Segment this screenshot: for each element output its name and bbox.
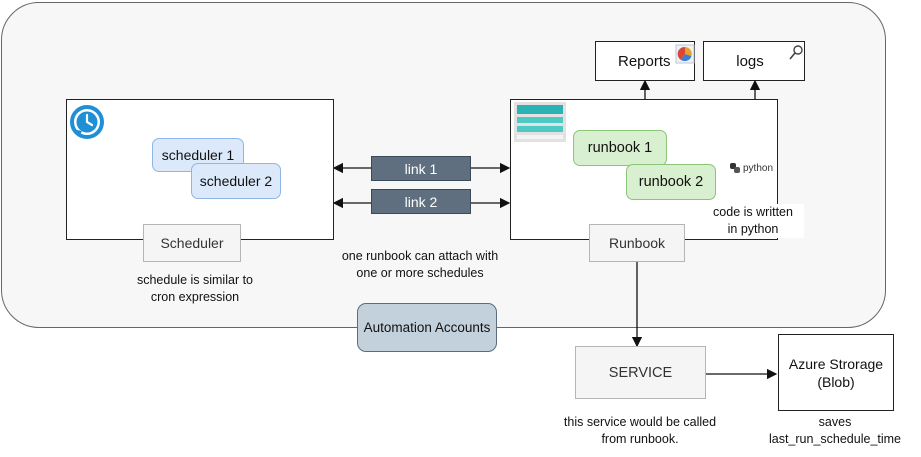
clock-icon bbox=[70, 103, 106, 145]
link-1[interactable]: link 1 bbox=[371, 156, 471, 181]
magnifier-icon bbox=[788, 44, 804, 62]
azure-storage-line-2: (Blob) bbox=[817, 373, 855, 390]
azure-storage-line-1: Azure Strorage bbox=[788, 355, 884, 372]
azure-storage-box[interactable]: Azure Strorage (Blob) bbox=[778, 334, 894, 411]
link-note-line-2: one or more schedules bbox=[356, 266, 484, 280]
python-logo: python bbox=[729, 160, 783, 176]
scheduler-note-line-2: cron expression bbox=[150, 290, 240, 304]
automation-accounts-label[interactable]: Automation Accounts bbox=[357, 303, 497, 352]
scheduler-note: schedule is similar to cron expression bbox=[110, 272, 280, 306]
logs-label: logs bbox=[736, 52, 764, 70]
runbook-icon bbox=[514, 102, 566, 142]
runbook-item-2[interactable]: runbook 2 bbox=[626, 164, 716, 200]
logs-box[interactable]: logs bbox=[703, 41, 805, 81]
service-note-line-2: from runbook. bbox=[601, 432, 679, 446]
runbook-label: Runbook bbox=[589, 224, 685, 262]
python-note: code is written in python bbox=[702, 204, 804, 238]
reports-label: Reports bbox=[618, 52, 671, 70]
python-note-line-1: code is written bbox=[713, 205, 793, 219]
runbook-item-1[interactable]: runbook 1 bbox=[573, 130, 667, 166]
python-logo-icon bbox=[730, 163, 740, 173]
storage-note-line-1: saves bbox=[818, 415, 852, 429]
service-note: this service would be called from runboo… bbox=[540, 414, 740, 448]
service-box[interactable]: SERVICE bbox=[575, 346, 706, 399]
scheduler-item-2[interactable]: scheduler 2 bbox=[191, 163, 281, 199]
python-note-line-2: in python bbox=[727, 222, 779, 236]
scheduler-label: Scheduler bbox=[143, 224, 241, 262]
storage-note: saves last_run_schedule_time bbox=[750, 414, 920, 448]
link-note-line-1: one runbook can attach with bbox=[341, 249, 499, 263]
link-note: one runbook can attach with one or more … bbox=[320, 248, 520, 282]
storage-note-line-2: last_run_schedule_time bbox=[768, 432, 902, 446]
scheduler-note-line-1: schedule is similar to bbox=[136, 273, 253, 287]
python-logo-text: python bbox=[743, 162, 774, 174]
service-note-line-1: this service would be called bbox=[563, 415, 717, 429]
pie-chart-icon bbox=[675, 44, 695, 64]
link-2[interactable]: link 2 bbox=[371, 189, 471, 214]
